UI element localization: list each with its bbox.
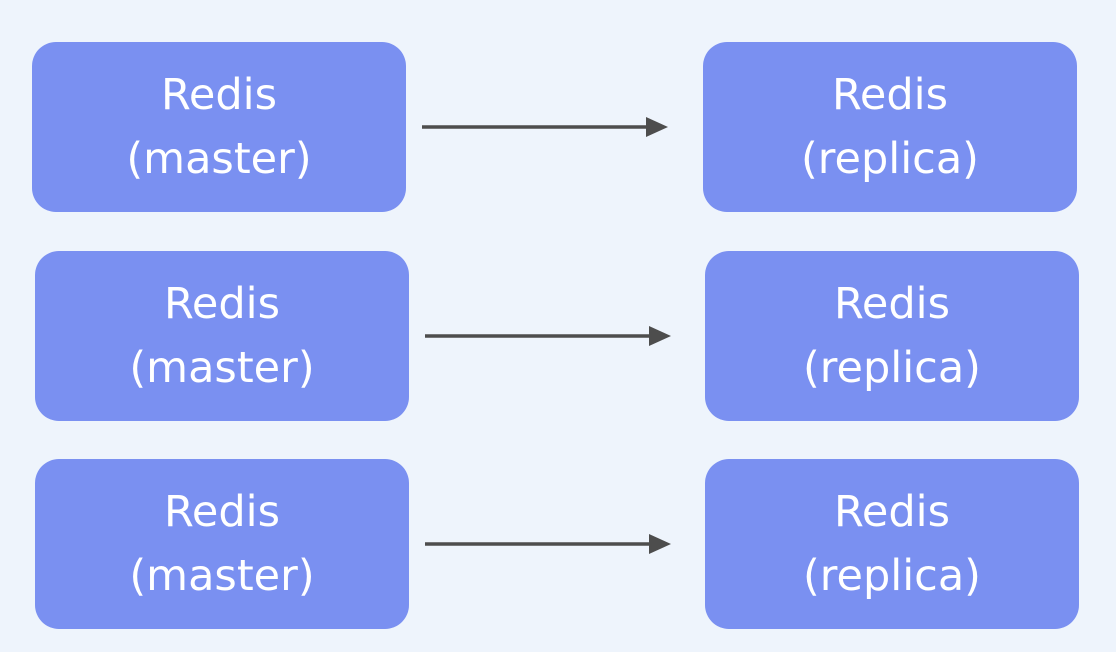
redis-replica-node-2: Redis (replica) <box>705 251 1079 421</box>
redis-master-node-2-role: (master) <box>129 343 315 393</box>
redis-master-node-1-role: (master) <box>126 134 312 184</box>
redis-master-node-3: Redis (master) <box>35 459 409 629</box>
redis-replica-node-3: Redis (replica) <box>705 459 1079 629</box>
arrow-right-icon <box>425 534 671 554</box>
redis-master-node-2-name: Redis <box>163 279 281 329</box>
redis-replica-node-1: Redis (replica) <box>703 42 1077 212</box>
redis-replica-node-1-name: Redis <box>831 70 949 120</box>
arrow-right-icon <box>425 326 671 346</box>
redis-master-node-2: Redis (master) <box>35 251 409 421</box>
arrow-right-icon <box>422 117 668 137</box>
redis-master-node-1-name: Redis <box>160 70 278 120</box>
replication-row-3: Redis (master) Redis (replica) <box>0 459 1116 629</box>
redis-master-node-3-role: (master) <box>129 551 315 601</box>
redis-replica-node-3-role: (replica) <box>803 551 981 601</box>
replication-row-2: Redis (master) Redis (replica) <box>0 251 1116 421</box>
redis-master-node-1: Redis (master) <box>32 42 406 212</box>
redis-master-node-3-name: Redis <box>163 487 281 537</box>
redis-replica-node-2-role: (replica) <box>803 343 981 393</box>
redis-replica-node-2-name: Redis <box>833 279 951 329</box>
redis-replica-node-3-name: Redis <box>833 487 951 537</box>
replication-row-1: Redis (master) Redis (replica) <box>0 42 1116 212</box>
redis-replica-node-1-role: (replica) <box>801 134 979 184</box>
